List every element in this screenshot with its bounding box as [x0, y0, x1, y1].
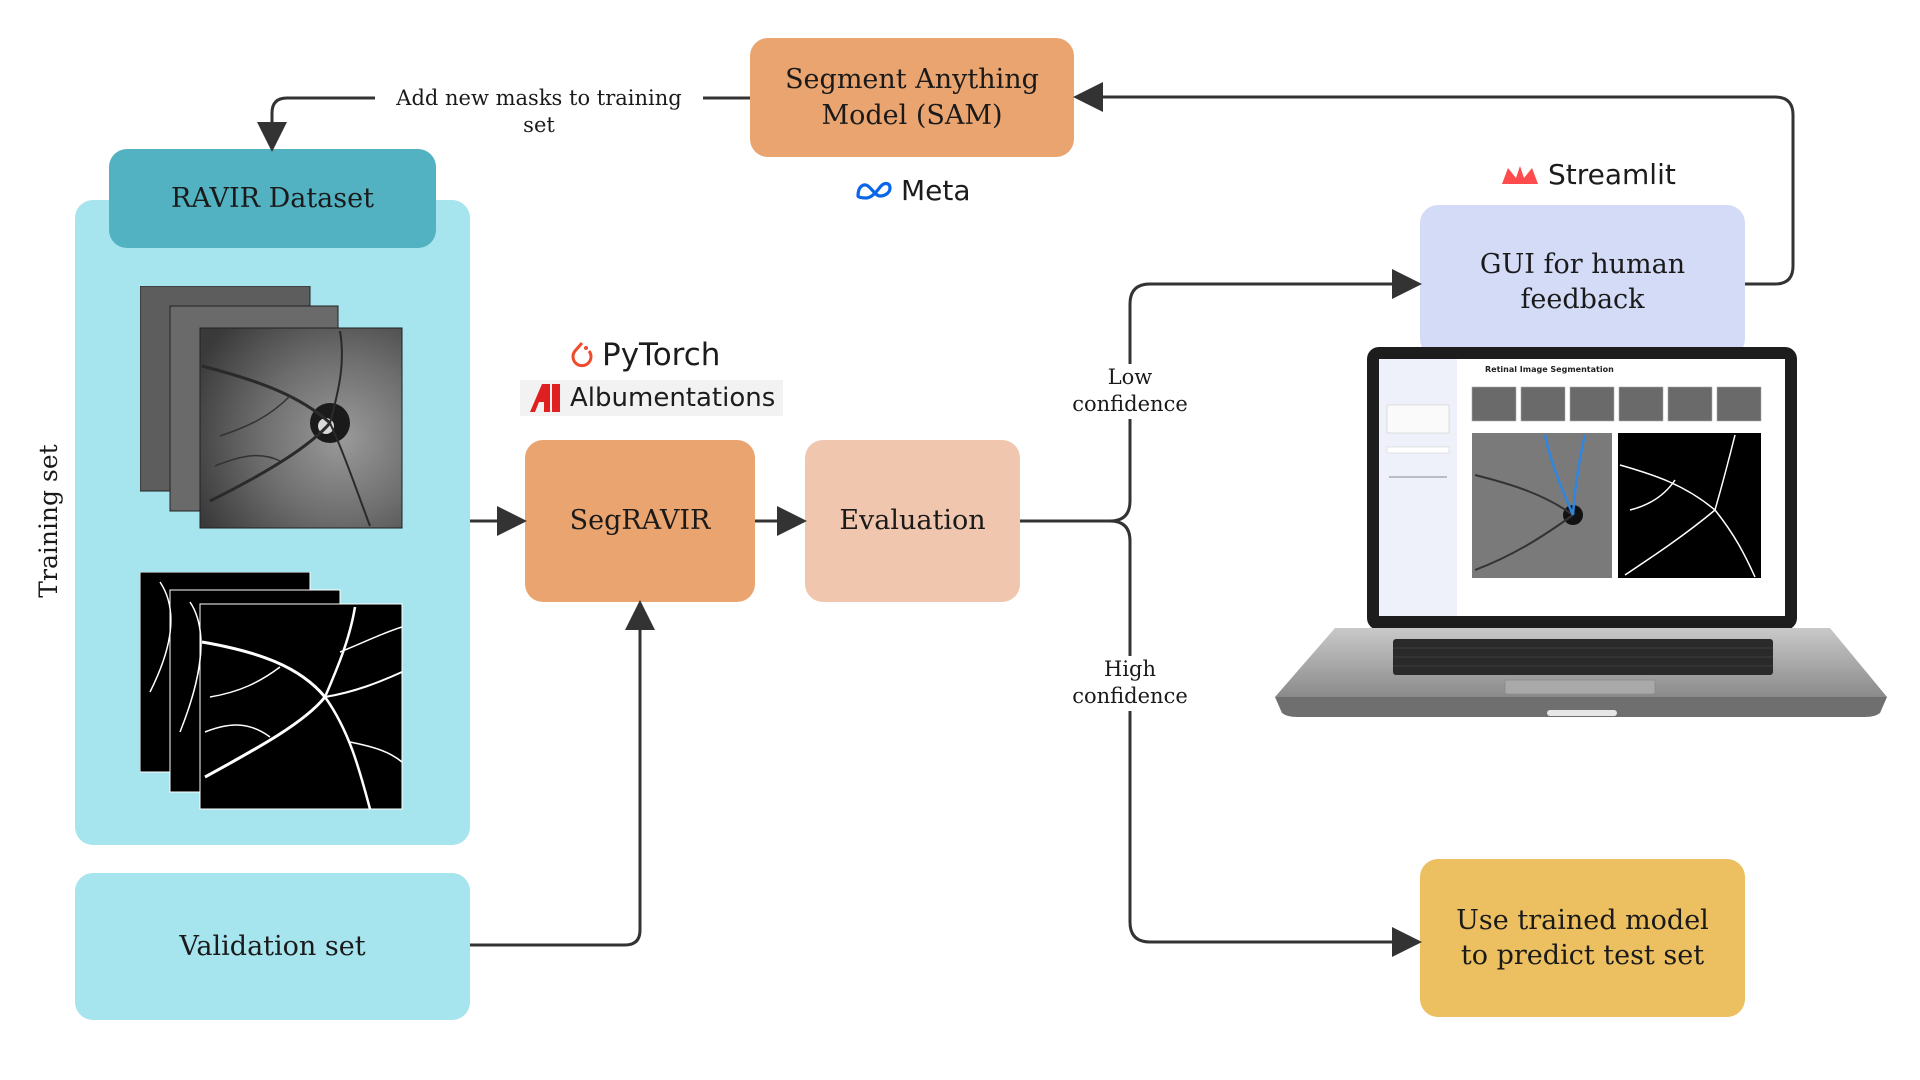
retina-image-stack	[139, 285, 405, 531]
pytorch-flame-icon	[571, 342, 593, 368]
meta-infinity-icon	[856, 181, 892, 200]
gui-box: GUI for human feedback	[1420, 205, 1745, 357]
streamlit-crown-icon	[1502, 165, 1538, 184]
streamlit-logo: Streamlit	[1500, 158, 1676, 191]
pytorch-logo: PyTorch	[570, 337, 720, 373]
laptop-illustration: Retinal Image Segmentation	[1275, 345, 1890, 740]
meta-logo: Meta	[855, 174, 971, 207]
albumentations-icon	[530, 384, 560, 412]
sam-box: Segment Anything Model (SAM)	[750, 38, 1074, 157]
meta-logo-text: Meta	[901, 174, 971, 207]
laptop-app-title: Retinal Image Segmentation	[1485, 365, 1614, 374]
high-confidence-label: High confidence	[1070, 656, 1190, 711]
low-confidence-label: Low confidence	[1070, 364, 1190, 419]
mask-image-stack	[139, 571, 405, 817]
ravir-dataset-box: RAVIR Dataset	[109, 149, 436, 248]
streamlit-logo-text: Streamlit	[1548, 158, 1676, 191]
predict-test-box: Use trained model to predict test set	[1420, 859, 1745, 1017]
albumentations-logo: Albumentations	[520, 380, 784, 416]
validation-set-box: Validation set	[75, 873, 470, 1020]
add-masks-label: Add new masks to training set	[375, 85, 703, 140]
pytorch-logo-text: PyTorch	[602, 337, 721, 373]
segravir-box: SegRAVIR	[525, 440, 755, 602]
albumentations-logo-text: Albumentations	[570, 383, 776, 413]
evaluation-box: Evaluation	[805, 440, 1020, 602]
